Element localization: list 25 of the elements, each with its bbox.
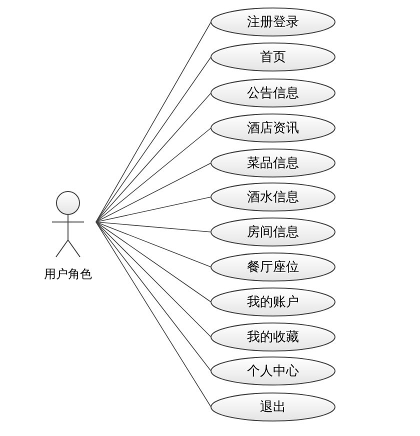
use-case-label: 菜品信息 (247, 155, 299, 172)
association-line (96, 222, 212, 408)
association-line (96, 222, 212, 302)
use-case-label: 首页 (260, 49, 286, 66)
use-case-label: 我的账户 (247, 294, 299, 311)
use-case-label: 个人中心 (247, 363, 299, 380)
use-case-label: 房间信息 (247, 224, 299, 241)
association-line (96, 92, 212, 222)
use-case-label: 我的收藏 (247, 329, 299, 346)
use-case-label: 酒店资讯 (247, 120, 299, 137)
association-line (96, 56, 212, 222)
use-case-label: 酒水信息 (247, 189, 299, 206)
use-case-label: 退出 (260, 399, 286, 416)
association-line (96, 222, 212, 372)
use-case-label: 注册登录 (247, 14, 299, 31)
association-line (96, 196, 212, 222)
association-line (96, 162, 212, 222)
use-case-label: 餐厅座位 (247, 259, 299, 276)
association-line (96, 222, 212, 232)
association-line (96, 222, 212, 338)
association-line (96, 128, 212, 222)
use-case-label: 公告信息 (247, 85, 299, 102)
actor-label: 用户角色 (43, 266, 93, 283)
association-line (96, 222, 212, 268)
association-line (96, 22, 212, 222)
